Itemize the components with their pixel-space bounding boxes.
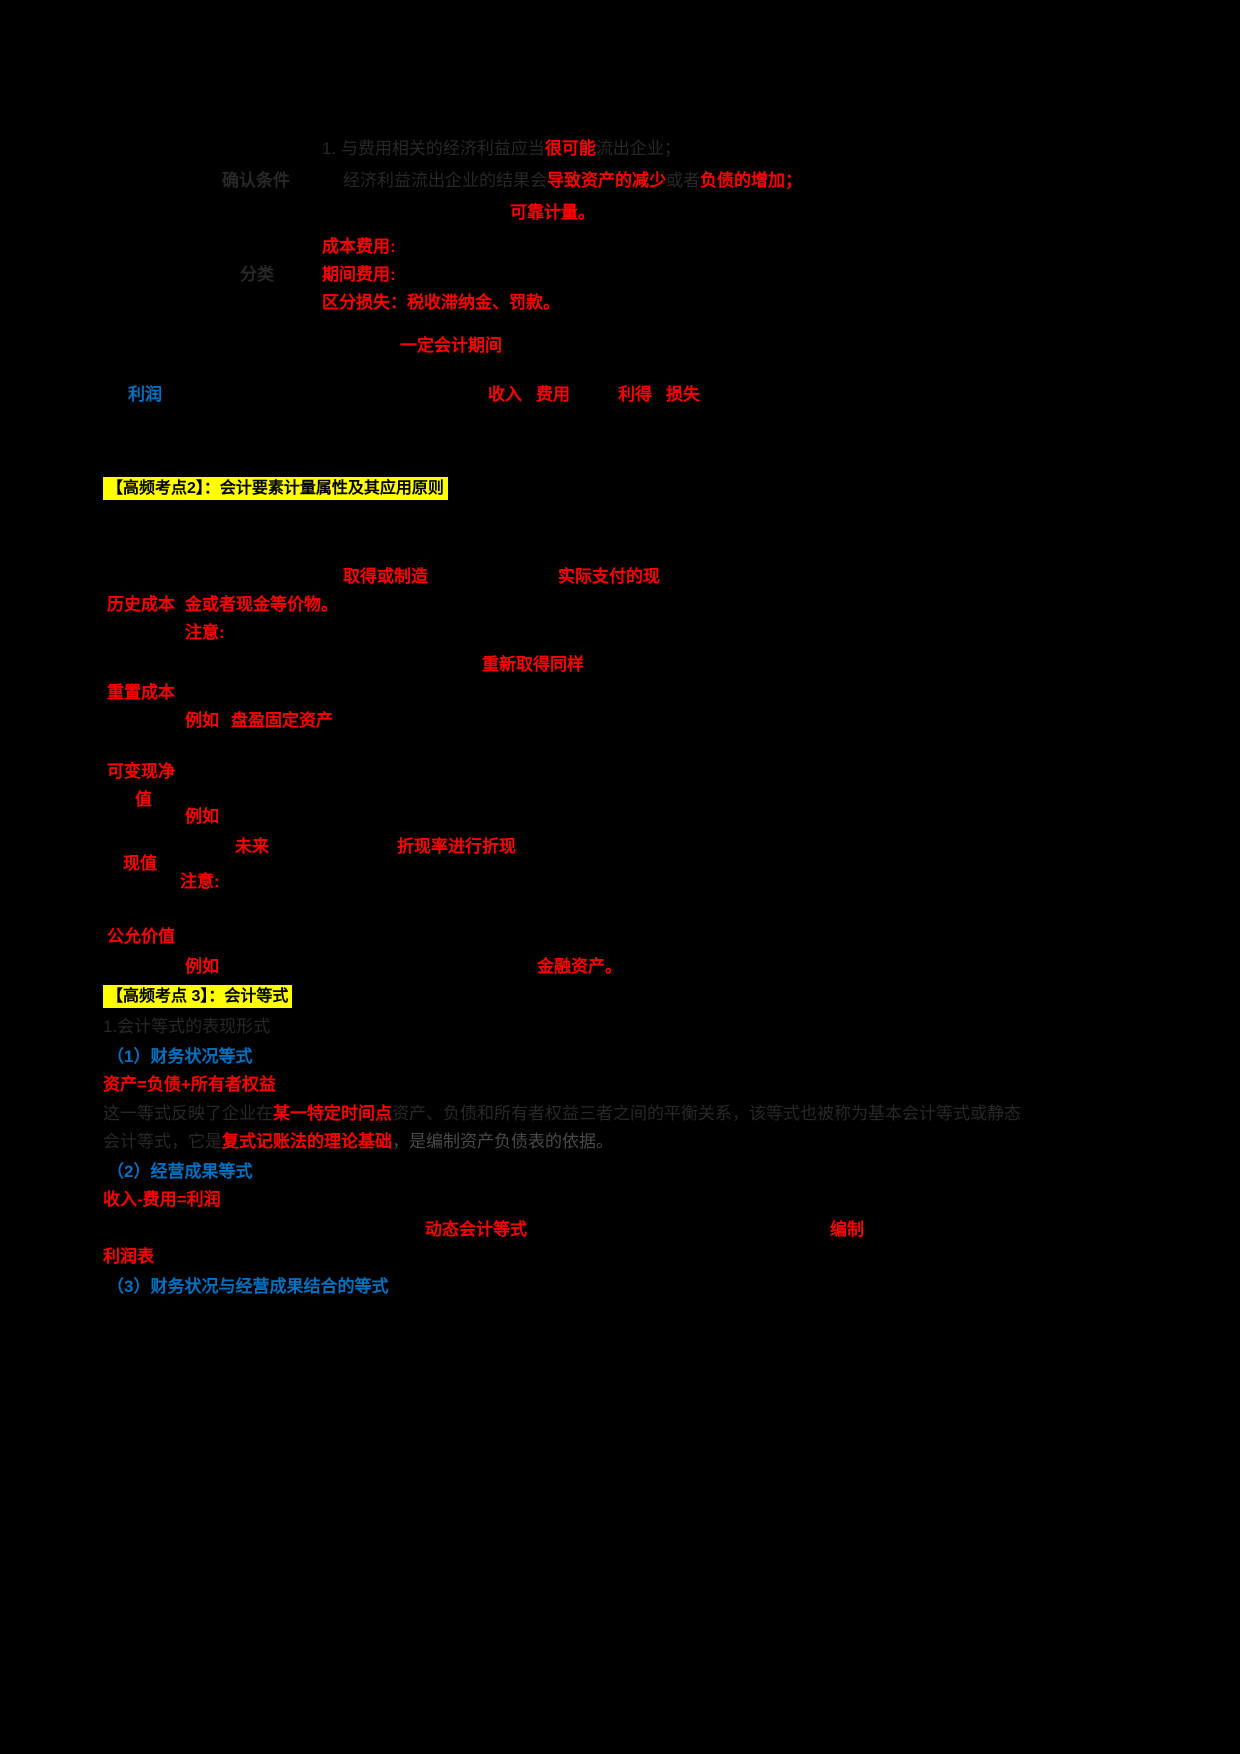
fair-example-text: 金融资产。 [537,957,622,976]
replacement-cost-label-text: 重置成本 [107,683,175,702]
recognition-line2-emphasis2: 负债的增加； [700,171,802,190]
replacement-cost-line1: 重新取得同样 [482,654,584,677]
equation2-formula-text: 收入-费用=利润 [103,1190,221,1209]
recognition-condition-label-text: 确认条件 [222,171,290,190]
fair-value-label-text: 公允价值 [107,927,175,946]
equation3-title: （3）财务状况与经营成果结合的等式 [107,1276,388,1299]
eq1-para1-emphasis: 某一特定时间点 [273,1104,392,1123]
equation1-title-text: （1）财务状况等式 [107,1047,253,1066]
recognition-line2-pre: 经济利益流出企业的结果会 [343,171,547,190]
topic2-heading: 【高频考点2】：会计要素计量属性及其应用原则 [103,477,448,500]
expense-category-label-text: 分类 [240,265,274,284]
spacer [428,577,558,578]
equation2-note-line2: 利润表 [103,1246,154,1269]
historical-cost-line1: 取得或制造 实际支付的现 [343,566,660,589]
expense-category-cost: 成本费用: [322,236,396,259]
equation3-title-text: （3）财务状况与经营成果结合的等式 [107,1277,389,1296]
spacer [269,847,397,848]
historical-note-text: 注意: [185,623,225,642]
eq2-prepare-text: 编制 [830,1220,864,1239]
replacement-line1-text: 重新取得同样 [482,655,584,674]
category-loss-text: 区分损失：税收滞纳金、罚款。 [322,293,560,312]
historical-line1a: 取得或制造 [343,567,428,586]
fair-value-label: 公允价值 [107,926,175,949]
equation2-note-dynamic: 动态会计等式 [425,1219,527,1242]
recognition-condition-label: 确认条件 [222,170,290,193]
equation1-formula-text: 资产=负债+所有者权益 [103,1075,276,1094]
fair-example-label: 例如 [185,957,219,976]
eq2-income-statement-text: 利润表 [103,1247,154,1266]
profit-term-loss: 损失 [666,385,700,404]
eq1-para1-post: 资产、负债和所有者权益三者之间的平衡关系，该等式也被称为基本会计等式或静态 [392,1104,1021,1123]
equation1-title: （1）财务状况等式 [107,1046,252,1069]
present-value-label: 现值 [123,853,157,876]
expense-recognition-line2: 经济利益流出企业的结果会导致资产的减少或者负债的增加； [343,170,802,193]
eq2-dynamic-text: 动态会计等式 [425,1220,527,1239]
topic3-heading: 【高频考点 3】：会计等式 [103,985,293,1008]
equation2-title: （2）经营成果等式 [107,1161,252,1184]
present-line1a: 未来 [235,837,269,856]
profit-label-text: 利润 [128,385,162,404]
equation1-paragraph-line1: 这一等式反映了企业在某一特定时间点资产、负债和所有者权益三者之间的平衡关系，该等… [103,1103,1021,1126]
profit-period-text: 一定会计期间 [400,336,502,355]
expense-recognition-line3: 可靠计量。 [510,202,595,225]
equation1-paragraph-line2: 会计等式，它是复式记账法的理论基础，是编制资产负债表的依据。 [103,1131,613,1154]
equation2-title-text: （2）经营成果等式 [107,1162,253,1181]
replacement-example-label: 例如 [185,711,219,730]
recognition-line1-emphasis: 很可能 [544,139,596,158]
eq1-para2-pre: 会计等式，它是 [103,1132,222,1151]
profit-label: 利润 [128,384,162,407]
present-line1b: 折现率进行折现 [397,837,516,856]
present-note-text: 注意: [180,872,220,891]
profit-terms-line: 收入费用 利得损失 [488,384,700,407]
expense-category-loss: 区分损失：税收滞纳金、罚款。 [322,292,560,315]
recognition-line2-emphasis1: 导致资产的减少 [547,171,666,190]
equation1-formula: 资产=负债+所有者权益 [103,1074,276,1097]
equation2-formula: 收入-费用=利润 [103,1189,221,1212]
equation2-note-prepare: 编制 [830,1219,864,1242]
recognition-line1-post: 流出企业； [595,139,681,158]
profit-term-income: 收入 [488,385,522,404]
historical-cost-label-text: 历史成本 [107,595,175,614]
nrv-example-label: 例如 [185,806,219,829]
present-value-note: 注意: [180,871,220,894]
topic3-heading-row: 【高频考点 3】：会计等式 [103,985,293,1008]
historical-cost-note: 注意: [185,622,225,645]
profit-term-expense: 费用 [536,385,570,404]
recognition-line2-mid: 或者 [666,171,700,190]
category-period-text: 期间费用: [322,265,396,284]
expense-category-label: 分类 [240,264,274,287]
category-cost-text: 成本费用: [322,237,396,256]
equation-intro: 1.会计等式的表现形式 [103,1016,270,1039]
nrv-label-line1: 可变现净 [107,761,175,784]
replacement-cost-example: 例如盘盈固定资产 [185,710,333,733]
profit-term-gain: 利得 [618,385,652,404]
expense-category-period: 期间费用: [322,264,396,287]
present-value-line1: 未来 折现率进行折现 [235,836,516,859]
historical-line2-text: 金或者现金等价物。 [185,595,338,614]
profit-period-emphasis: 一定会计期间 [400,335,502,358]
present-value-label-text: 现值 [123,854,157,873]
recognition-line3-emphasis: 可靠计量。 [510,203,595,222]
historical-cost-label: 历史成本 [107,594,175,617]
eq1-para1-pre: 这一等式反映了企业在 [103,1104,273,1123]
topic2-heading-row: 【高频考点2】：会计要素计量属性及其应用原则 [103,477,448,500]
fair-value-example: 例如 金融资产。 [185,956,622,979]
nrv-label-line2-text: 值 [135,790,152,809]
historical-cost-line2: 金或者现金等价物。 [185,594,338,617]
nrv-example-label-text: 例如 [185,807,219,826]
nrv-label-line1-text: 可变现净 [107,762,175,781]
replacement-cost-label: 重置成本 [107,682,175,705]
expense-recognition-line1: 1. 与费用相关的经济利益应当很可能流出企业； [322,138,681,161]
historical-line1b: 实际支付的现 [558,567,660,586]
equation-intro-text: 1.会计等式的表现形式 [103,1017,271,1036]
nrv-label-line2: 值 [135,789,152,812]
eq1-para2-post: ，是编制资产负债表的依据。 [392,1132,613,1151]
replacement-example-text: 盘盈固定资产 [231,711,333,730]
eq1-para2-emphasis: 复式记账法的理论基础 [222,1132,392,1151]
spacer [219,967,537,968]
recognition-line1-pre: 1. 与费用相关的经济利益应当 [322,139,545,158]
